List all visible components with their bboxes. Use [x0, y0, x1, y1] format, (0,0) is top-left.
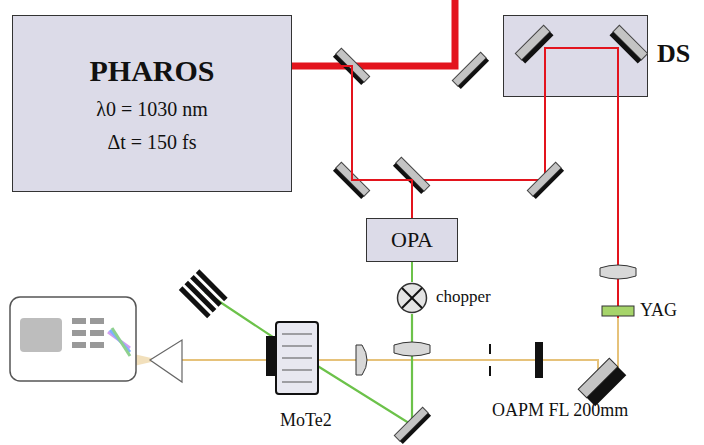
- box-title: OPA: [391, 227, 433, 253]
- filter: [535, 342, 543, 378]
- white-light-beam: [160, 318, 618, 380]
- delay-stage: DS: [503, 15, 698, 97]
- laser-box: PHAROS λ0 = 1030 nm Δt = 150 fs: [12, 15, 292, 192]
- mirror: [394, 407, 431, 444]
- beam-dump: [179, 269, 228, 318]
- iris: [489, 366, 491, 376]
- chopper-label: chopper: [436, 287, 491, 307]
- lens: [394, 342, 430, 356]
- box-title: PHAROS: [89, 54, 214, 88]
- box-text: λ0 = 1030 nm: [96, 98, 208, 121]
- mirror: [527, 162, 564, 199]
- lens: [356, 345, 367, 375]
- delay-mirrors: [503, 15, 648, 97]
- opa-box: OPA: [366, 218, 458, 262]
- chopper: chopper: [396, 282, 492, 314]
- yag-label: YAG: [640, 300, 677, 321]
- spectrometer: [10, 297, 136, 381]
- beam-path: [292, 66, 412, 218]
- lens: [600, 265, 636, 279]
- beam-path: [411, 262, 413, 282]
- prism: [150, 340, 182, 382]
- box-text: Δt = 150 fs: [107, 131, 196, 154]
- sample-label: MoTe2: [280, 410, 332, 431]
- probe-beam: [412, 48, 618, 380]
- mirror: [452, 52, 489, 89]
- sample-holder: [266, 322, 318, 394]
- oapm-label: OAPM FL 200mm: [492, 400, 628, 421]
- pump-beam: [292, 0, 455, 66]
- stage-label: DS: [657, 39, 690, 69]
- chopper-symbol: [396, 282, 428, 314]
- pump-green-beam: [205, 292, 412, 425]
- iris: [489, 344, 491, 354]
- oapm: [578, 358, 626, 406]
- yag-crystal: [602, 306, 634, 316]
